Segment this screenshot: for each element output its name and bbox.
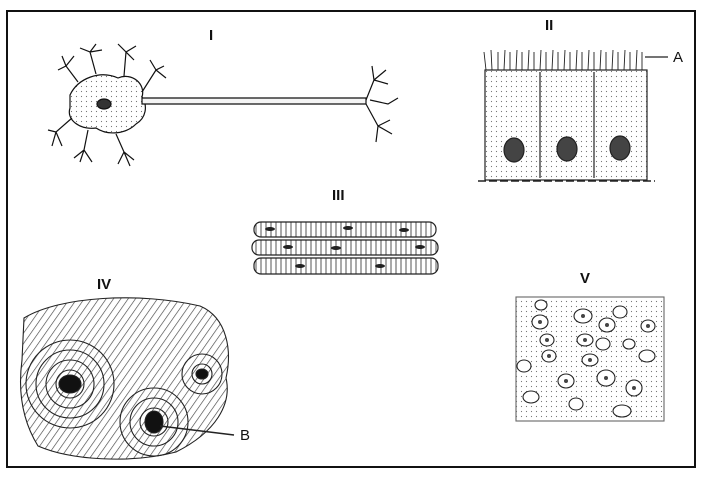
chondrocyte-nuclei bbox=[538, 314, 650, 390]
cilia bbox=[483, 49, 643, 71]
muscle-nuclei bbox=[265, 226, 425, 268]
haversian-canal bbox=[195, 368, 209, 380]
haversian-canal bbox=[58, 374, 82, 394]
muscle-fibre bbox=[251, 239, 439, 256]
neuron-drawing bbox=[47, 43, 399, 167]
label-neuron: I bbox=[209, 27, 213, 44]
haversian-system bbox=[119, 387, 189, 457]
label-b: B bbox=[240, 427, 250, 444]
neuron-axon bbox=[141, 97, 367, 105]
axon-terminals bbox=[365, 65, 399, 143]
muscle-fibre bbox=[253, 257, 439, 275]
neuron-nucleus bbox=[96, 98, 112, 110]
label-muscle: III bbox=[332, 187, 345, 204]
haversian-canal bbox=[144, 410, 164, 434]
bone-section bbox=[20, 297, 229, 460]
neuron-dendrites bbox=[47, 43, 167, 167]
label-bone: IV bbox=[97, 276, 111, 293]
haversian-system bbox=[181, 353, 223, 395]
cartilage-drawing bbox=[515, 296, 665, 422]
epithelium-nucleus bbox=[556, 136, 578, 162]
label-epithelium: II bbox=[545, 17, 553, 34]
haversian-system bbox=[25, 339, 115, 429]
epithelium-nucleus bbox=[503, 137, 525, 163]
epithelium-block bbox=[484, 69, 648, 181]
epithelium-nucleus bbox=[609, 135, 631, 161]
chondrocyte-lacunae bbox=[516, 299, 656, 418]
label-cartilage: V bbox=[580, 270, 590, 287]
epithelium-drawing bbox=[478, 49, 668, 182]
bone-drawing bbox=[20, 297, 235, 460]
label-a: A bbox=[673, 49, 683, 66]
muscle-drawing bbox=[251, 221, 439, 275]
pointer-line-b bbox=[159, 425, 235, 436]
